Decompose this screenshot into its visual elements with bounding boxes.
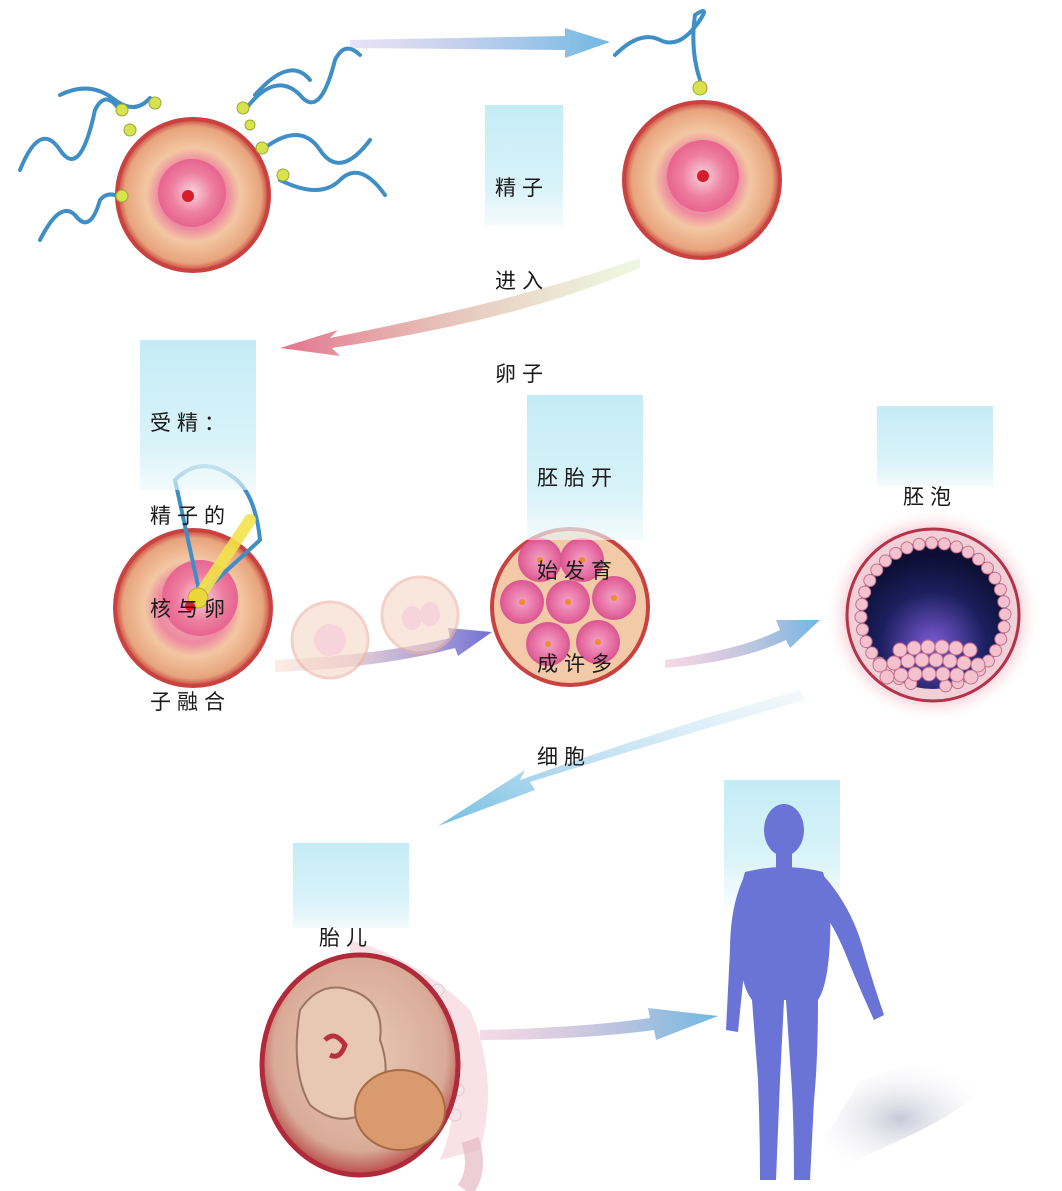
label-embryo-line-3: 成许多 bbox=[537, 649, 639, 680]
arrow-to-human bbox=[480, 1008, 718, 1040]
label-fertilization-line-1: 受精： bbox=[150, 408, 252, 439]
blastocyst-cell bbox=[998, 621, 1010, 633]
egg-sperm-entering bbox=[615, 11, 789, 267]
label-blastocyst: 胚泡 bbox=[877, 406, 993, 486]
blastocyst-cell bbox=[856, 598, 868, 610]
label-sperm-enter-line-2: 进入 bbox=[495, 266, 559, 297]
blastocyst-cell bbox=[880, 555, 892, 567]
blastocyst-cell bbox=[994, 584, 1006, 596]
label-fetus: 胎儿 bbox=[293, 843, 409, 928]
arrow-top bbox=[350, 28, 610, 58]
blastocyst-cell bbox=[940, 680, 952, 692]
blastocyst-cell bbox=[973, 553, 985, 565]
blastocyst-cell bbox=[866, 647, 878, 659]
blastocyst-cell bbox=[857, 624, 869, 636]
label-sperm-enter-line-3: 卵子 bbox=[495, 359, 559, 390]
label-embryo-line-1: 胚胎开 bbox=[537, 463, 639, 494]
blastocyst-cell bbox=[962, 546, 974, 558]
label-fertilization: 受精： 精子的 核与卵 子融合 bbox=[140, 340, 256, 490]
blastocyst-cell bbox=[989, 572, 1001, 584]
label-fertilization-line-2: 精子的 bbox=[150, 501, 252, 532]
label-embryo-line-2: 始发育 bbox=[537, 556, 639, 587]
arrow-down-left bbox=[280, 258, 640, 356]
blastocyst-cell bbox=[871, 564, 883, 576]
label-fertilization-line-3: 核与卵 bbox=[150, 594, 252, 625]
arrow-to-blastocyst bbox=[665, 620, 820, 668]
blastocyst-cell bbox=[864, 575, 876, 587]
blastocyst-cell bbox=[890, 547, 902, 559]
blastocyst-cell bbox=[859, 586, 871, 598]
blastocyst-cell bbox=[982, 562, 994, 574]
blastocyst-cell bbox=[860, 636, 872, 648]
label-sperm-enter-line-1: 精子 bbox=[495, 173, 559, 204]
adult-human bbox=[726, 804, 1000, 1180]
label-blastocyst-line-1: 胚泡 bbox=[903, 482, 989, 513]
label-fetus-line-1: 胎儿 bbox=[319, 923, 405, 954]
label-embryo-line-4: 细胞 bbox=[537, 742, 639, 773]
label-embryo: 胚胎开 始发育 成许多 细胞 bbox=[527, 395, 643, 540]
blastocyst-cell bbox=[995, 633, 1007, 645]
blastocyst-cell bbox=[990, 645, 1002, 657]
egg-with-sperm bbox=[20, 49, 385, 280]
label-sperm-enter: 精子 进入 卵子 bbox=[485, 105, 563, 225]
blastocyst-cell bbox=[855, 611, 867, 623]
blastocyst-cell bbox=[998, 596, 1010, 608]
blastocyst-cell bbox=[999, 608, 1011, 620]
label-fertilization-line-4: 子融合 bbox=[150, 687, 252, 718]
